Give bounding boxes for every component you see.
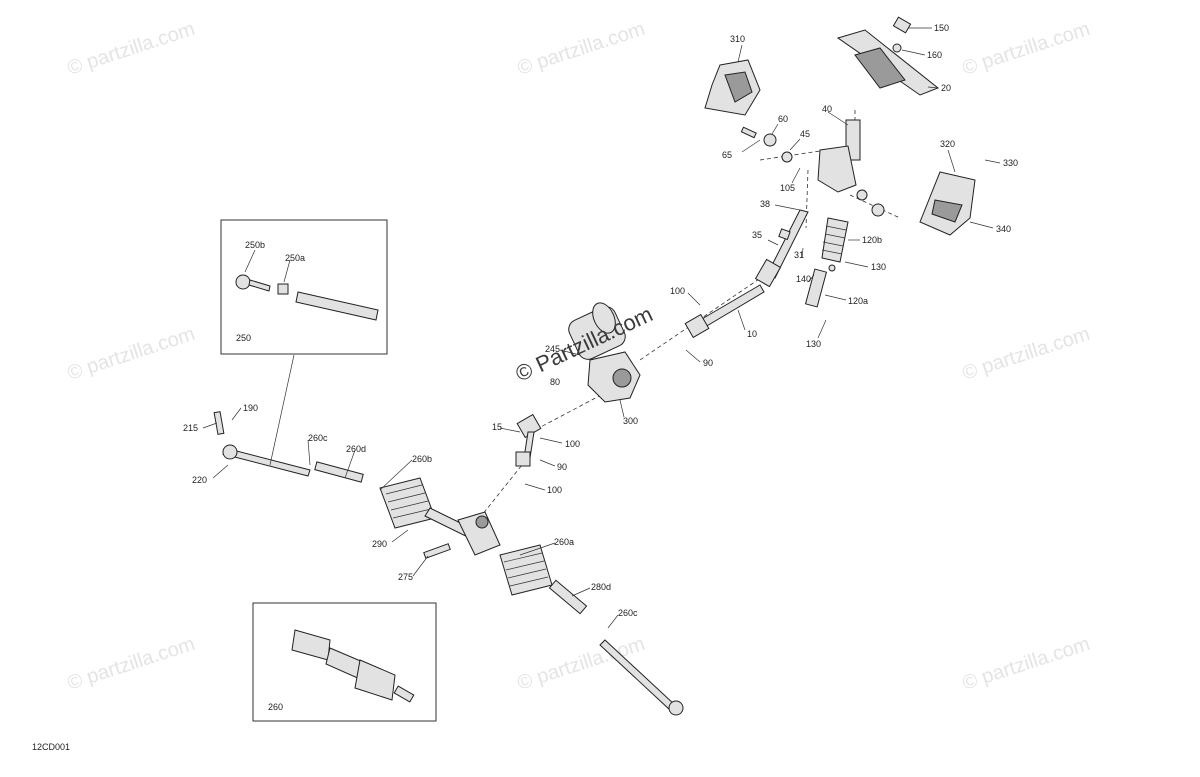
callout-190: 190	[243, 403, 258, 413]
steering-rack-part	[213, 411, 684, 716]
callout-245: 245	[545, 344, 560, 354]
upper-shaft-part	[754, 209, 809, 288]
watermark: © partzilla.com	[960, 633, 1093, 695]
callout-250a: 250a	[285, 253, 305, 263]
watermark: © partzilla.com	[515, 18, 648, 80]
callout-60: 60	[778, 114, 788, 124]
callout-130-upper: 130	[871, 262, 886, 272]
callout-260b: 260b	[412, 454, 432, 464]
callout-260a: 260a	[554, 537, 574, 547]
watermark: © partzilla.com	[960, 323, 1093, 385]
callout-120b: 120b	[862, 235, 882, 245]
inset-260	[252, 602, 437, 722]
callout-15: 15	[492, 422, 502, 432]
diagram-code: 12CD001	[32, 742, 70, 752]
dash-panel-part	[704, 59, 761, 116]
callout-250: 250	[236, 333, 251, 343]
leader-lines	[202, 27, 1001, 629]
callout-310: 310	[730, 34, 745, 44]
callout-260: 260	[268, 702, 283, 712]
callout-130-lower: 130	[806, 339, 821, 349]
callout-250b: 250b	[245, 240, 265, 250]
callout-100-lower: 100	[547, 485, 562, 495]
callout-40: 40	[822, 104, 832, 114]
callout-215: 215	[183, 423, 198, 433]
callout-90-upper: 90	[703, 358, 713, 368]
callout-290: 290	[372, 539, 387, 549]
watermark: © partzilla.com	[65, 18, 198, 80]
callout-320: 320	[940, 139, 955, 149]
watermark: © partzilla.com	[65, 633, 198, 695]
callout-38: 38	[760, 199, 770, 209]
steering-wheel-part	[836, 16, 939, 96]
callout-10: 10	[747, 329, 757, 339]
callout-340: 340	[996, 224, 1011, 234]
callout-150: 150	[934, 23, 949, 33]
callout-330: 330	[1003, 158, 1018, 168]
power-steering-unit-part	[568, 302, 641, 403]
steering-column-bracket	[740, 119, 885, 217]
callout-35: 35	[752, 230, 762, 240]
callout-160: 160	[927, 50, 942, 60]
callout-80: 80	[550, 377, 560, 387]
cover-part	[919, 171, 976, 236]
callout-100-middle: 100	[565, 439, 580, 449]
callout-275: 275	[398, 572, 413, 582]
callout-31: 31	[794, 250, 804, 260]
callout-45: 45	[800, 129, 810, 139]
callout-65: 65	[722, 150, 732, 160]
callout-260c-left: 260c	[308, 433, 328, 443]
callout-100-upper: 100	[670, 286, 685, 296]
callout-280d: 280d	[591, 582, 611, 592]
intermediate-shaft-part	[684, 284, 765, 339]
inset-250	[220, 219, 388, 355]
callout-260c-right: 260c	[618, 608, 638, 618]
callout-90-lower: 90	[557, 462, 567, 472]
callout-labels: 310 150 160 20 40 60 45 65 105 320 330 3…	[183, 23, 1018, 712]
callout-20: 20	[941, 83, 951, 93]
watermark: © partzilla.com	[65, 323, 198, 385]
callout-105: 105	[780, 183, 795, 193]
callout-140: 140	[796, 274, 811, 284]
callout-120a: 120a	[848, 296, 868, 306]
damper-part	[804, 217, 849, 308]
lower-u-joint-part	[515, 413, 542, 467]
watermark: © partzilla.com	[960, 18, 1093, 80]
callout-300: 300	[623, 416, 638, 426]
callout-220: 220	[192, 475, 207, 485]
callout-260d-left: 260d	[346, 444, 366, 454]
